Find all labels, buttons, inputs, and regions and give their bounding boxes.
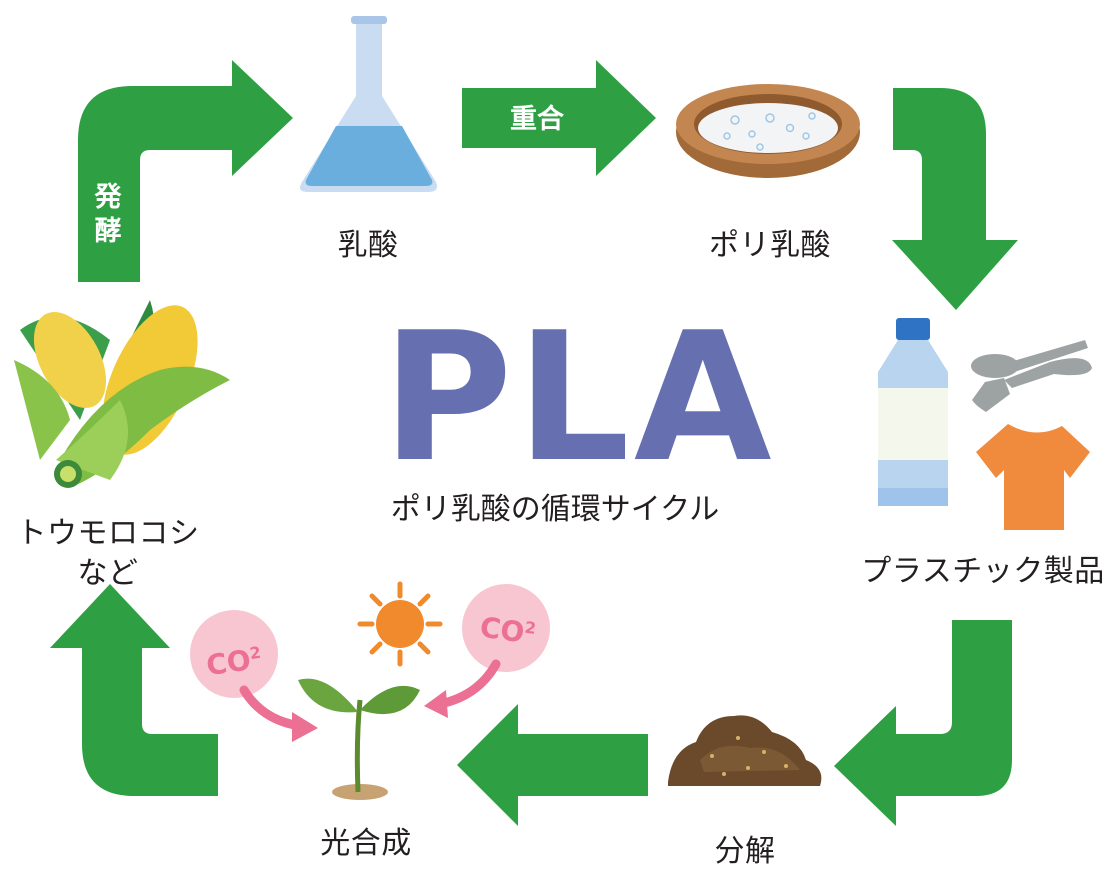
arrow-to-corn xyxy=(50,584,218,796)
arrow-to-decomposition xyxy=(834,620,1012,826)
seedling-icon xyxy=(298,678,420,800)
bottle-icon xyxy=(878,318,948,506)
tshirt-icon xyxy=(976,424,1090,530)
arrow-polymerization xyxy=(462,60,656,176)
flask-icon xyxy=(300,16,437,192)
cutlery-icon xyxy=(971,340,1092,412)
arrow-fermentation xyxy=(78,60,293,282)
arrow-to-products xyxy=(892,88,1018,310)
photosynthesis-label: 光合成 xyxy=(320,826,412,861)
corn-icon xyxy=(14,300,230,488)
co2-right-label: CO2 xyxy=(478,611,538,651)
co2-bubble-left xyxy=(190,610,318,742)
fermentation-label-2: 酵 xyxy=(95,216,122,247)
co2-bubble-right xyxy=(424,584,550,718)
co2-left-label: CO2 xyxy=(204,642,264,682)
plastic-products-label: プラスチック製品 xyxy=(861,554,1105,589)
lactic-acid-label: 乳酸 xyxy=(337,228,399,263)
soil-icon xyxy=(668,715,822,786)
pla-title: PLA xyxy=(382,294,776,501)
polymerization-label: 重合 xyxy=(510,103,564,135)
bowl-icon xyxy=(676,84,860,178)
cycle-subtitle: ポリ乳酸の循環サイクル xyxy=(390,492,720,527)
polylactic-acid-label: ポリ乳酸 xyxy=(709,228,831,263)
fermentation-label-1: 発 xyxy=(94,182,123,213)
corn-label-line2: など xyxy=(77,556,139,591)
corn-label-line1: トウモロコシ xyxy=(16,516,200,551)
arrow-to-photosynthesis xyxy=(457,704,648,826)
sun-icon xyxy=(357,581,443,667)
decomposition-label: 分解 xyxy=(714,834,776,869)
